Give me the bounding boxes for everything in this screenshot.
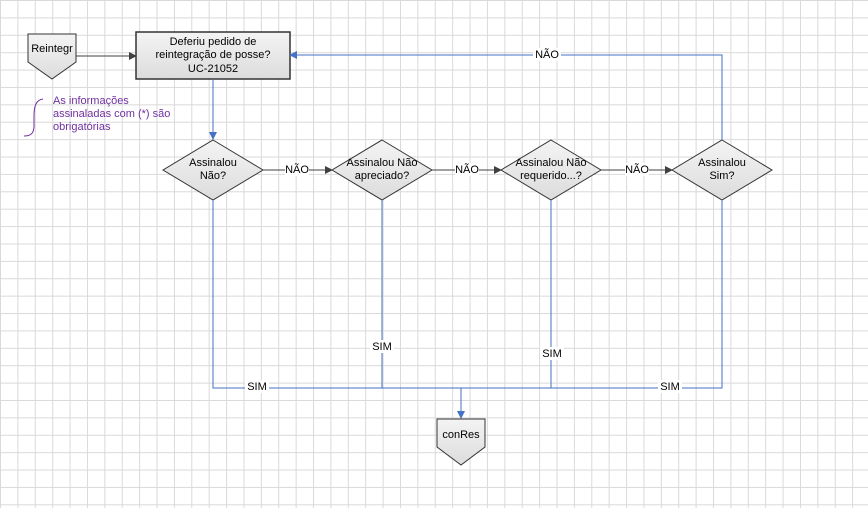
connector-sim-1 bbox=[212, 200, 461, 389]
decision3-line2: requerido...? bbox=[520, 170, 582, 182]
edge-label-nao-1: NÃO bbox=[285, 163, 309, 176]
label-bg-nao-3 bbox=[625, 163, 649, 176]
decision-assinalou-nao-requerido[interactable]: Assinalou Não requerido...? bbox=[500, 139, 602, 201]
offpage-reintegr-label: Reintegr bbox=[31, 43, 73, 55]
edge-label-sim-2: SIM bbox=[372, 341, 392, 353]
offpage-reintegr[interactable]: Reintegr bbox=[27, 33, 77, 80]
label-bg-sim-1 bbox=[245, 380, 269, 393]
connector-nao-back bbox=[289, 51, 723, 140]
process-line1: Deferiu pedido de bbox=[170, 36, 257, 48]
edge-label-sim-1: SIM bbox=[247, 381, 267, 393]
note-line2: assinaladas com (*) são bbox=[53, 108, 170, 120]
decision4-line2: Sim? bbox=[709, 170, 734, 182]
edge-label-sim-3: SIM bbox=[542, 348, 562, 360]
decision3-line1: Assinalou Não bbox=[516, 157, 587, 169]
process-box[interactable]: Deferiu pedido de reintegração de posse?… bbox=[135, 31, 291, 80]
decision2-line1: Assinalou Não bbox=[347, 157, 418, 169]
offpage-conres-label: conRes bbox=[442, 429, 480, 441]
decision-assinalou-nao[interactable]: Assinalou Não? bbox=[162, 139, 264, 201]
edge-label-nao-2: NÃO bbox=[455, 163, 479, 176]
process-line2: reintegração de posse? bbox=[156, 49, 271, 61]
decision4-line1: Assinalou bbox=[698, 157, 746, 169]
label-bg-nao-back bbox=[533, 48, 561, 61]
decision1-line1: Assinalou bbox=[189, 157, 237, 169]
label-bg-sim-3 bbox=[540, 347, 564, 360]
decision-assinalou-nao-apreciado[interactable]: Assinalou Não apreciado? bbox=[331, 139, 433, 201]
edge-label-sim-4: SIM bbox=[660, 381, 680, 393]
note-line1: As informações bbox=[53, 95, 129, 107]
label-bg-sim-4 bbox=[658, 380, 682, 393]
label-bg-nao-1 bbox=[285, 163, 309, 176]
edge-label-nao-3: NÃO bbox=[625, 163, 649, 176]
connector-sim-4 bbox=[461, 200, 723, 389]
offpage-conres[interactable]: conRes bbox=[436, 418, 486, 466]
label-bg-sim-2 bbox=[370, 340, 394, 353]
decision2-line2: apreciado? bbox=[355, 170, 409, 182]
note-line3: obrigatórias bbox=[53, 121, 111, 133]
process-line3: UC-21052 bbox=[188, 63, 238, 75]
annotation-note: As informações assinaladas com (*) são o… bbox=[23, 95, 170, 137]
decision-assinalou-sim[interactable]: Assinalou Sim? bbox=[671, 139, 773, 201]
decision1-line2: Não? bbox=[200, 170, 226, 182]
label-bg-nao-2 bbox=[455, 163, 479, 176]
edge-label-nao-back: NÃO bbox=[535, 48, 559, 61]
